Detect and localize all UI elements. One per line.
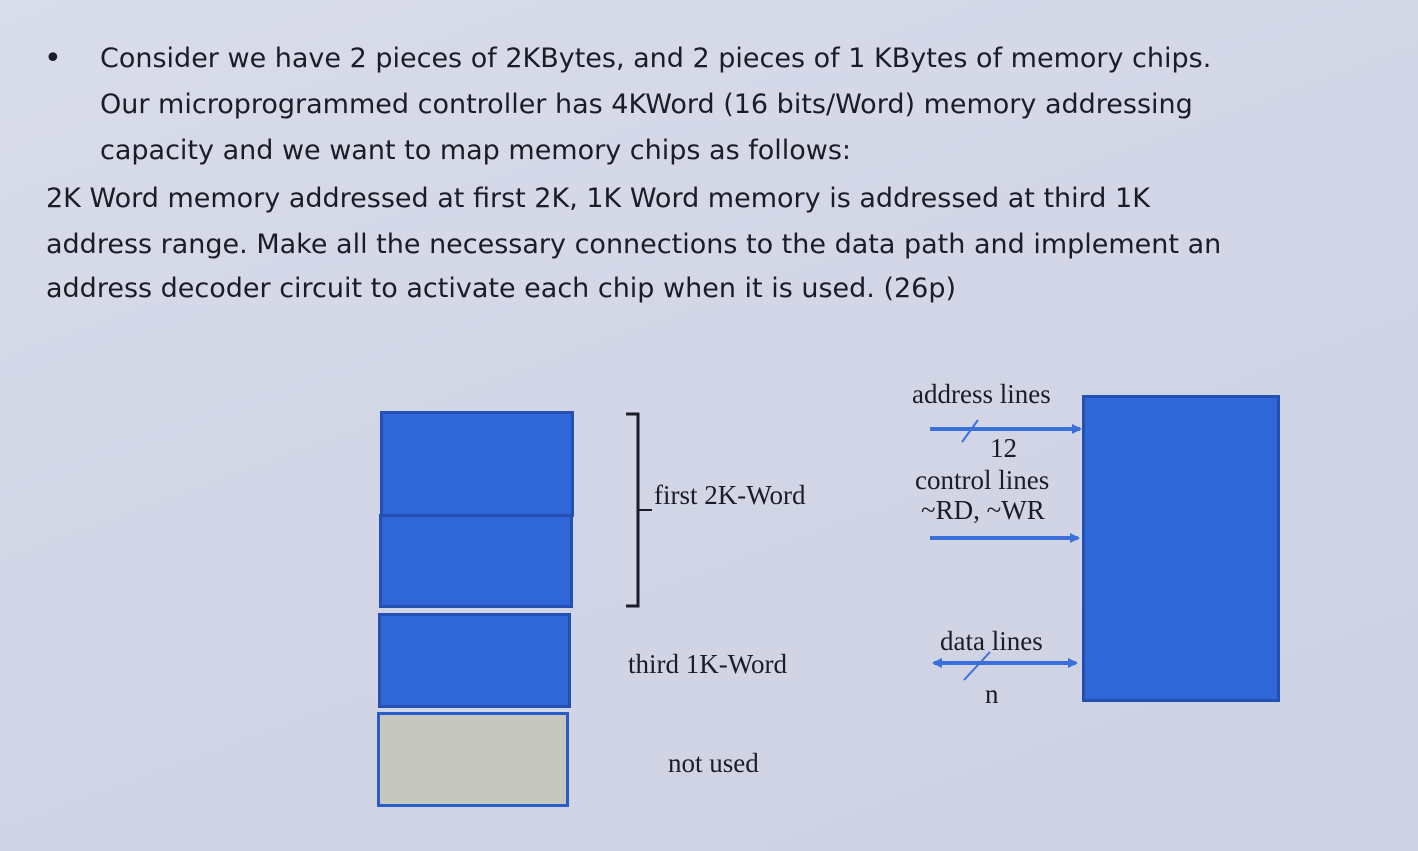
control-lines-label: control lines (915, 465, 1050, 495)
first-2k-bracket (626, 412, 640, 608)
bullet-icon: • (44, 41, 62, 76)
data-width-label: n (985, 679, 999, 709)
control-signals-label: ~RD, ~WR (921, 495, 1045, 525)
question-line-6: address decoder circuit to activate each… (46, 273, 957, 304)
third-1k-word-label: third 1K-Word (628, 649, 788, 679)
question-line-1: Consider we have 2 pieces of 2KBytes, an… (100, 43, 1212, 74)
data-lines-label: data lines (940, 626, 1043, 656)
memory-block-first-1k (380, 411, 574, 517)
memory-block-second-1k (379, 514, 573, 608)
memory-diagram: first 2K-Word third 1K-Word not used add… (0, 330, 1418, 851)
diagram-lines (626, 412, 1082, 681)
memory-block-unused (377, 712, 569, 807)
question-text: • Consider we have 2 pieces of 2KBytes, … (0, 0, 1418, 330)
data-width-slash (963, 651, 991, 681)
question-line-2: Our microprogrammed controller has 4KWor… (100, 89, 1193, 120)
address-width-label: 12 (990, 433, 1017, 463)
question-line-5: address range. Make all the necessary co… (46, 229, 1222, 260)
memory-block-third-1k (378, 613, 571, 708)
first-2k-word-label: first 2K-Word (654, 480, 806, 510)
question-line-4: 2K Word memory addressed at first 2K, 1K… (46, 183, 1150, 214)
address-lines-label: address lines (912, 379, 1051, 409)
question-line-3: capacity and we want to map memory chips… (100, 135, 852, 166)
address-width-slash (961, 419, 979, 443)
memory-chip-block (1082, 395, 1280, 702)
not-used-label: not used (668, 748, 759, 778)
